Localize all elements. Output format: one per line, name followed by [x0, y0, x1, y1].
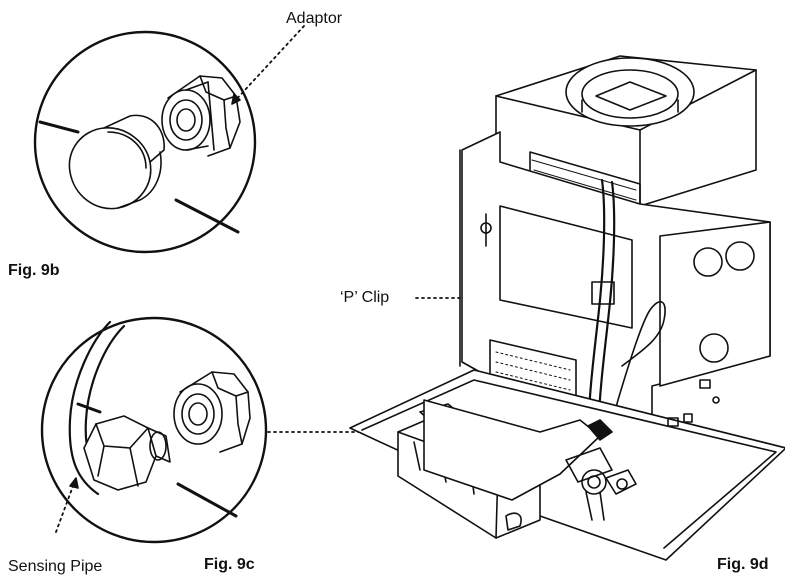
flue-outlet — [565, 57, 695, 127]
sensing-pipe-label: Sensing Pipe — [8, 558, 103, 575]
adaptor-fitting-9c — [173, 371, 251, 453]
fig-9d-caption: Fig. 9d — [717, 556, 769, 573]
fig-9c-caption: Fig. 9c — [204, 556, 255, 573]
adaptor-fitting — [161, 75, 241, 157]
knockout-1 — [693, 247, 723, 277]
knockout-2 — [725, 241, 755, 271]
knockout-3 — [699, 333, 729, 363]
adaptor-leader-line — [231, 25, 305, 105]
p-clip — [591, 281, 615, 305]
inlet-fitting — [587, 419, 613, 441]
fig-9c-detail-circle — [40, 316, 268, 544]
adaptor-label: Adaptor — [286, 10, 343, 27]
valve-fittings — [505, 447, 637, 531]
side-panel — [659, 221, 771, 387]
boiler-assembly — [349, 55, 785, 561]
p-clip-label: ‘P’ Clip — [340, 289, 390, 306]
main-sensing-pipe — [586, 178, 606, 432]
blanking-plug — [68, 114, 165, 210]
fig-9b-detail-circle — [33, 30, 257, 254]
sensing-pipe-nut — [83, 415, 171, 491]
adaptor-arrowhead — [231, 93, 241, 105]
fig-9b-caption: Fig. 9b — [8, 262, 60, 279]
sensing-pipe-arrowhead — [69, 477, 79, 489]
